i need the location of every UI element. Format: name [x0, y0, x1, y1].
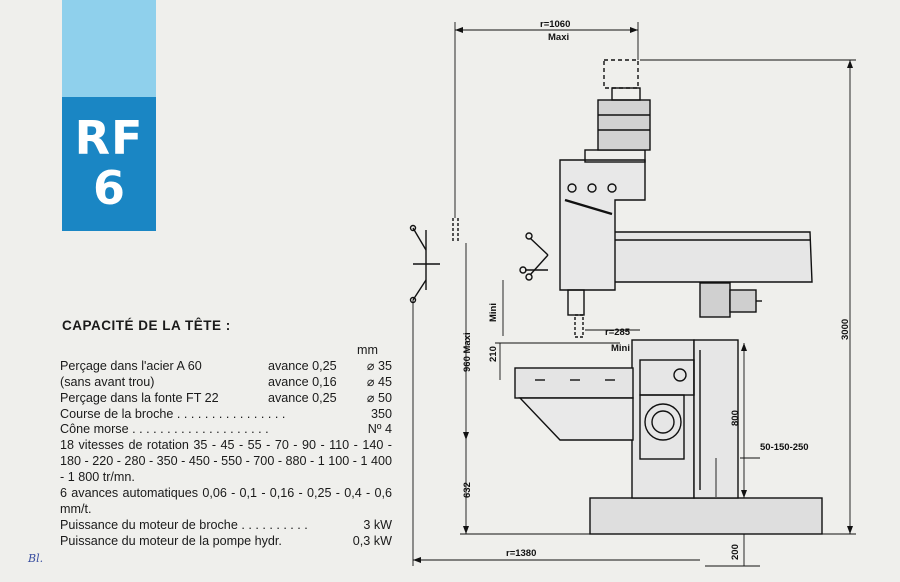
dim-radius-base: r=1380: [506, 548, 536, 559]
dim-height-960: 960 Maxi: [462, 332, 473, 372]
spec-row: (sans avant trou) avance 0,16 ⌀ 45: [60, 375, 392, 391]
capacity-specs: mm Perçage dans l'acier A 60 avance 0,25…: [60, 343, 392, 550]
model-badge: RF 6: [62, 97, 156, 231]
spindle-speeds: 18 vitesses de rotation 35 - 45 - 55 - 7…: [60, 438, 392, 485]
spec-label-dotted: Cône morse . . . . . . . . . . . . . . .…: [60, 422, 269, 437]
motor-row: Puissance du moteur de broche . . . . . …: [60, 518, 392, 534]
spec-label-dotted: Course de la broche . . . . . . . . . . …: [60, 406, 286, 421]
spec-value: ⌀ 50: [366, 390, 392, 405]
capacity-heading: CAPACITÉ DE LA TÊTE :: [62, 318, 231, 333]
dim-radius-min: r=285: [605, 327, 631, 338]
handwritten-initials: Bl.: [28, 552, 44, 565]
dim-height-210: 210: [488, 346, 499, 362]
dim-height-632: 632: [462, 482, 473, 498]
motor-power: 0,3 kW: [352, 533, 392, 548]
spec-label: (sans avant trou): [60, 374, 155, 389]
unit-header-row: mm: [60, 343, 392, 359]
motor-row: Puissance du moteur de la pompe hydr. 0,…: [60, 534, 392, 550]
spec-value: ⌀ 45: [366, 374, 392, 389]
dim-mini-left: Mini: [488, 303, 499, 322]
motor-label: Puissance du moteur de la pompe hydr.: [60, 533, 282, 548]
spec-row: Course de la broche . . . . . . . . . . …: [60, 407, 392, 423]
spec-feed: avance 0,16: [268, 374, 337, 389]
dim-height-800: 800: [730, 410, 741, 426]
machine-outline: [409, 59, 823, 535]
unit-header: mm: [357, 343, 378, 357]
header-tab-light: [62, 0, 156, 97]
spec-row: Cône morse . . . . . . . . . . . . . . .…: [60, 422, 392, 438]
dim-height-200: 200: [730, 544, 741, 560]
spec-row: Perçage dans l'acier A 60 avance 0,25 ⌀ …: [60, 359, 392, 375]
motor-label: Puissance du moteur de broche . . . . . …: [60, 517, 308, 532]
automatic-feeds: 6 avances automatiques 0,06 - 0,1 - 0,16…: [60, 486, 392, 516]
spec-value: Nº 4: [367, 422, 392, 437]
spec-label: Perçage dans la fonte FT 22: [60, 390, 219, 405]
model-number: 6: [92, 161, 125, 215]
spec-feed: avance 0,25: [268, 390, 337, 405]
dim-radius-min-note: Mini: [611, 343, 630, 354]
dim-radius-max-note: Maxi: [548, 32, 569, 43]
motor-power: 3 kW: [363, 517, 392, 532]
dim-height-total: 3000: [840, 319, 851, 340]
spec-label: Perçage dans l'acier A 60: [60, 358, 202, 373]
spec-row: Perçage dans la fonte FT 22 avance 0,25 …: [60, 391, 392, 407]
dim-radius-max: r=1060: [540, 19, 570, 30]
dimension-lines: [412, 22, 856, 567]
spec-feed: avance 0,25: [268, 358, 337, 373]
dim-table-steps: 50-150-250: [760, 442, 809, 453]
dimension-arrows: [413, 27, 853, 563]
spec-value: 350: [370, 406, 392, 421]
model-code: RF: [74, 111, 144, 165]
spec-value: ⌀ 35: [366, 358, 392, 373]
